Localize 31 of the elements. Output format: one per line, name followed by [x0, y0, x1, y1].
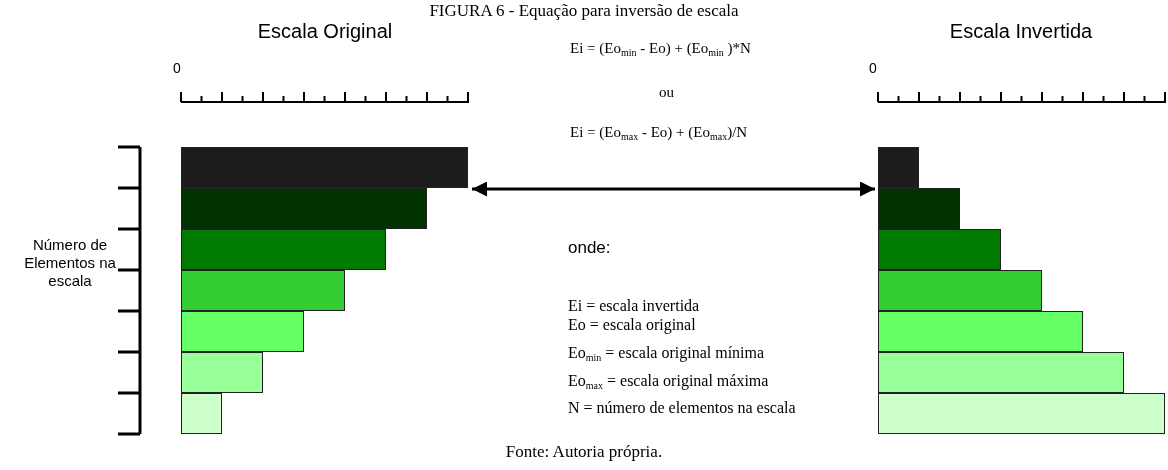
- connector-word: ou: [659, 84, 674, 101]
- figure-title: FIGURA 6 - Equação para inversão de escala: [428, 1, 740, 21]
- definition: Eo = escala original: [568, 316, 696, 334]
- bar: [181, 270, 345, 311]
- bar: [878, 393, 1165, 434]
- figure-caption: Fonte: Autoria própria.: [504, 442, 664, 462]
- bar: [878, 270, 1042, 311]
- scale-heading: Escala Invertida: [948, 20, 1094, 43]
- bar: [878, 188, 960, 229]
- bar: [181, 311, 304, 352]
- bar: [878, 311, 1083, 352]
- bar: [878, 352, 1124, 393]
- bar: [878, 147, 919, 188]
- double-arrow: [472, 181, 875, 197]
- definition: Eo$_{max}$ = escala original máxima: [568, 372, 769, 393]
- definitions-heading: onde:: [568, 238, 611, 258]
- bar: [181, 229, 386, 270]
- equation: Ei = (Eo$_{max}$ - Eo) + (Eo$_{max}$)/N: [570, 124, 748, 142]
- bar: [181, 147, 468, 188]
- axis-tick-label: 0: [869, 60, 877, 76]
- scale-heading: Escala Original: [256, 20, 394, 43]
- axis-title: Número de Elementos na escala: [23, 236, 117, 290]
- definition: Ei = escala invertida: [568, 297, 700, 315]
- bar: [181, 393, 222, 434]
- definition: Eo$_{min}$ = escala original mínima: [568, 344, 765, 365]
- bar: [181, 188, 427, 229]
- bar: [878, 229, 1001, 270]
- axis-tick-label: 0: [173, 60, 181, 76]
- bar: [181, 352, 263, 393]
- equation: Ei = (Eo$_{min}$ - Eo) + (Eo$_{min}$ )*N: [570, 40, 751, 58]
- definition: N = número de elementos na escala: [568, 399, 796, 417]
